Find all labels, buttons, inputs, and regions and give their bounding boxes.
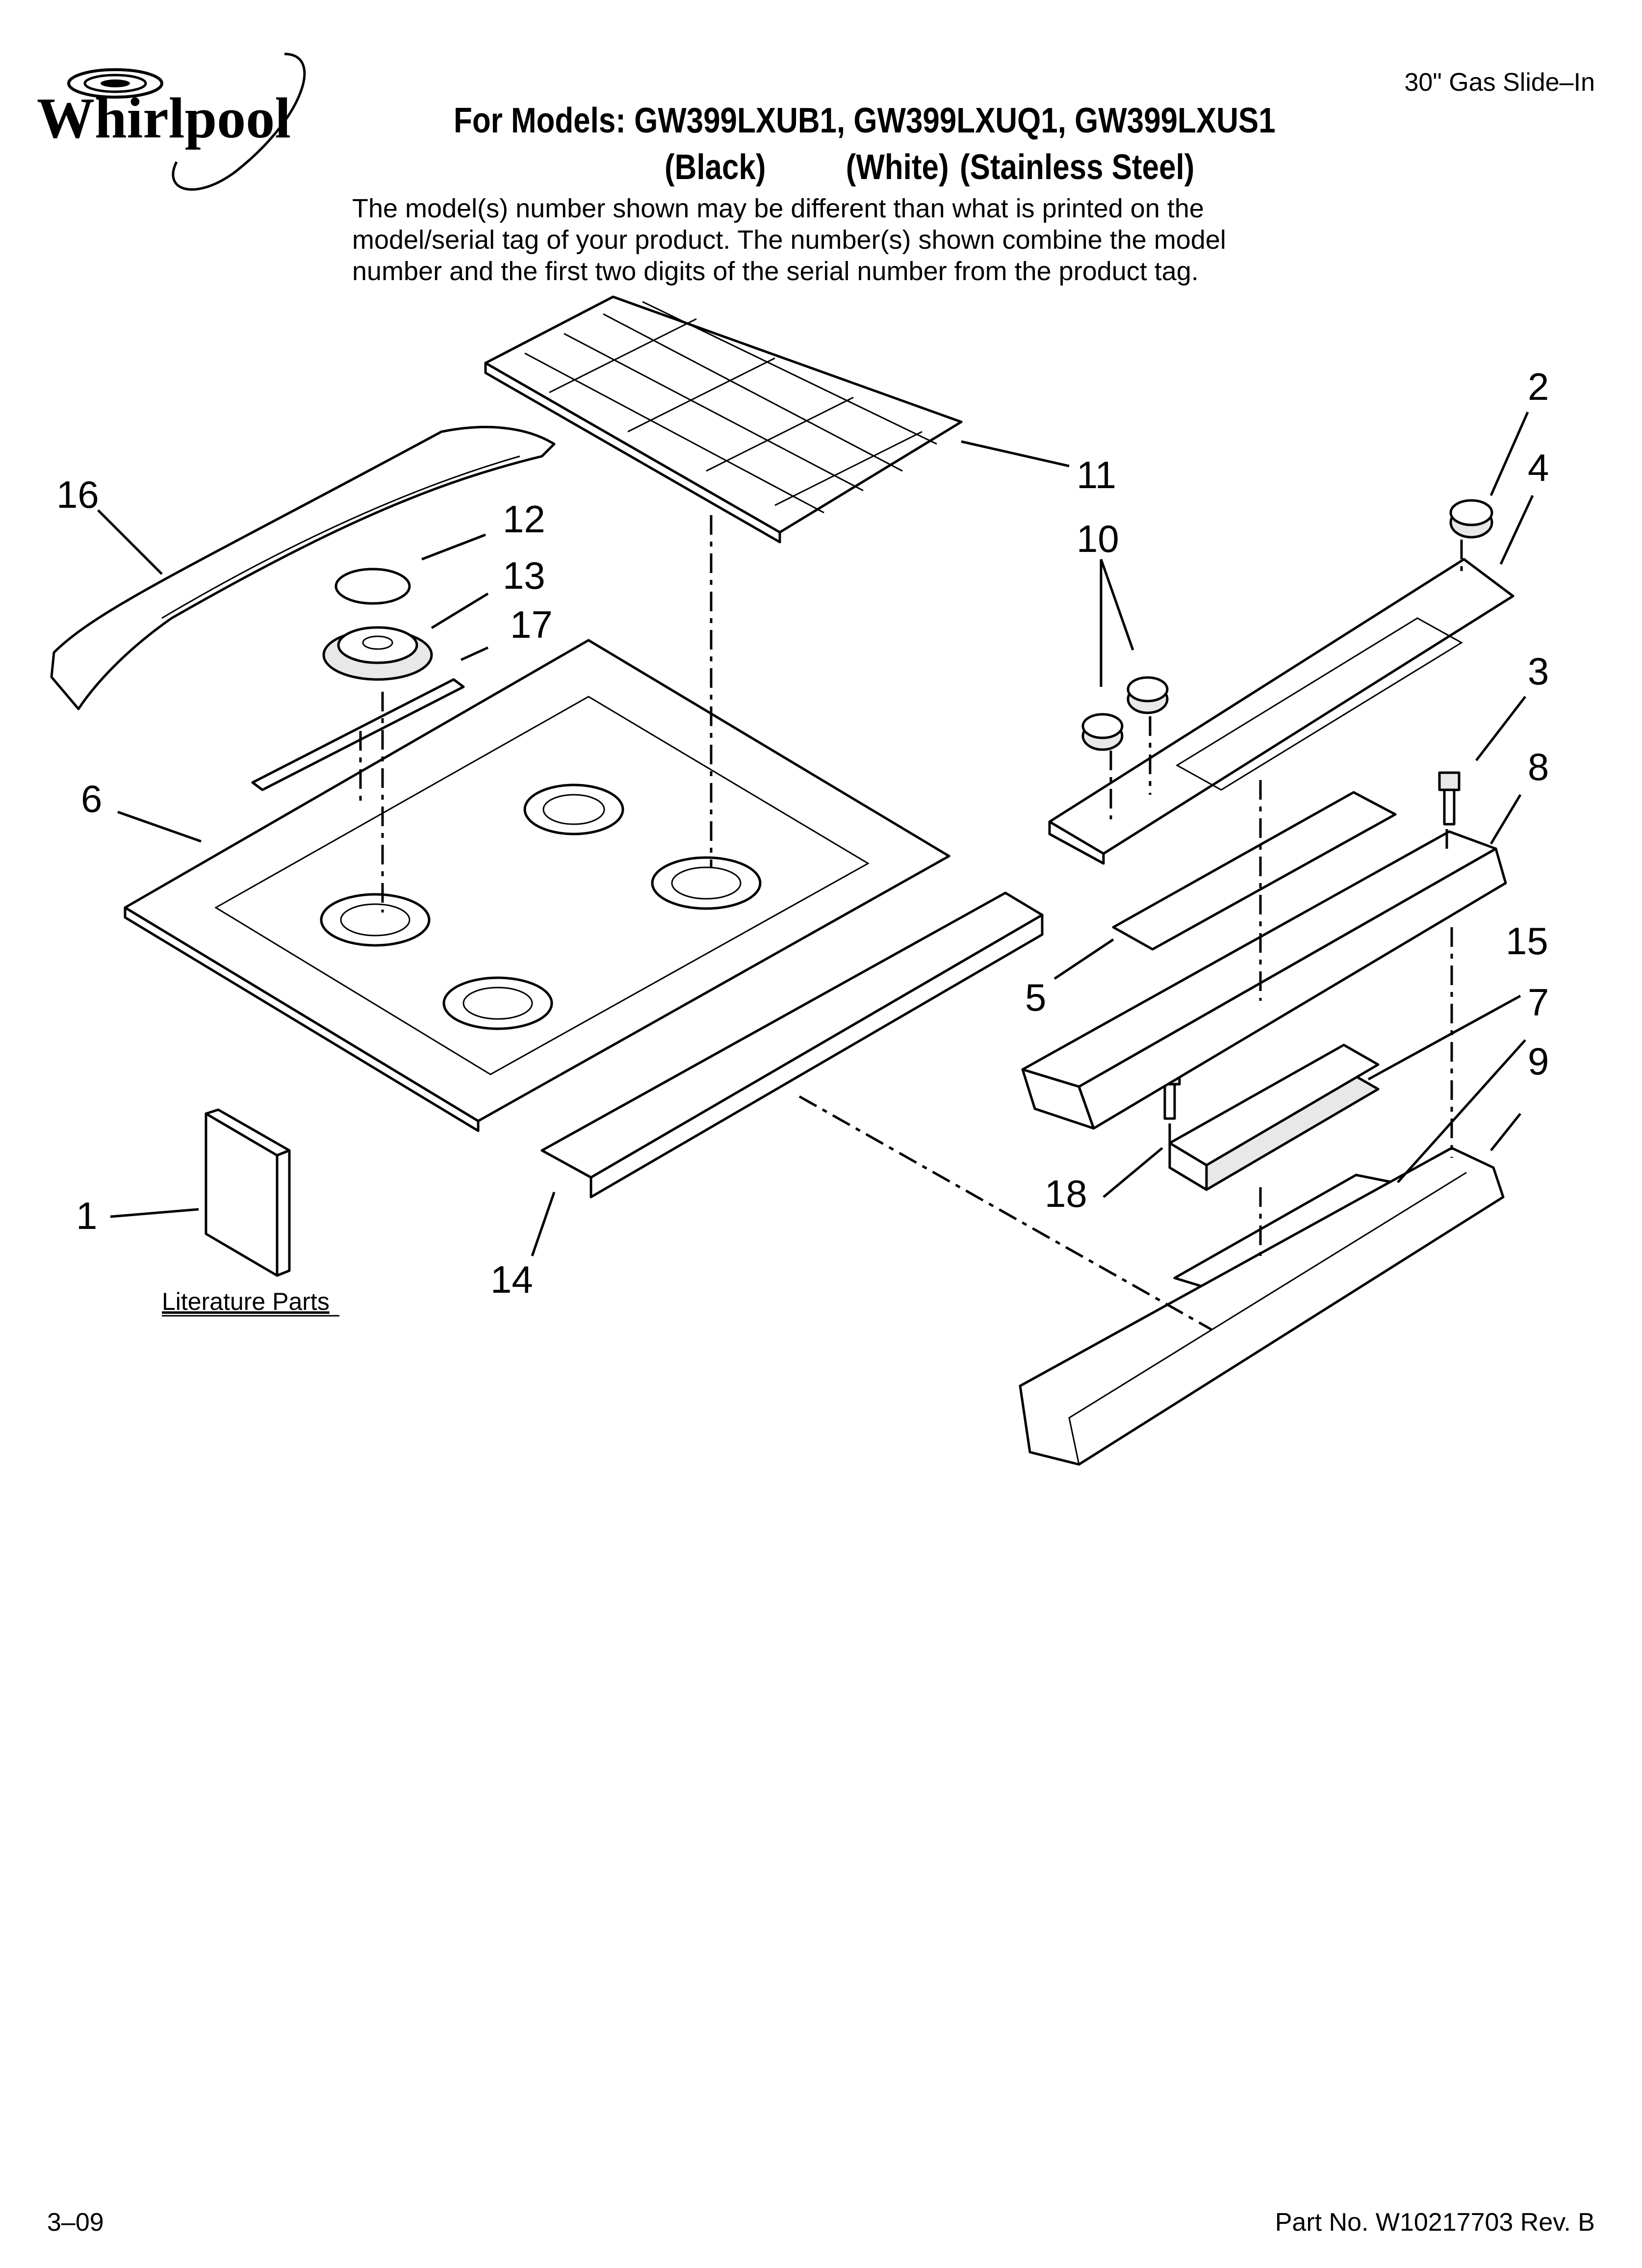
part-control-board: [1168, 1043, 1380, 1191]
part-overlay: [1112, 791, 1397, 951]
part-bracket: [251, 678, 465, 791]
callout-18: 18: [1045, 1172, 1087, 1215]
part-knob: [1449, 499, 1493, 539]
callout-5: 5: [1025, 976, 1046, 1019]
color-stainless: (Stainless Steel): [960, 148, 1195, 187]
part-front-channel: [540, 891, 1044, 1199]
literature-parts-label: Literature Parts: [162, 1288, 330, 1315]
callout-17: 17: [510, 603, 553, 646]
footer-date: 3–09: [47, 2208, 104, 2237]
callout-16: 16: [56, 473, 99, 516]
part-literature: [205, 1108, 291, 1277]
product-type: 30" Gas Slide–In: [1404, 68, 1595, 97]
part-rear-trim: [50, 426, 556, 710]
callout-9: 9: [1528, 1040, 1549, 1083]
callout-13: 13: [503, 554, 545, 597]
callout-1: 1: [76, 1194, 97, 1237]
part-burner-cap: [334, 568, 411, 605]
models-title: For Models: GW399LXUB1, GW399LXUQ1, GW39…: [454, 101, 1276, 140]
callout-4: 4: [1528, 446, 1549, 489]
part-cooktop: [124, 639, 950, 1132]
callout-3: 3: [1528, 650, 1549, 693]
disclaimer-line: The model(s) number shown may be differe…: [352, 194, 1204, 223]
part-console-top: [1048, 558, 1514, 865]
callout-8: 8: [1528, 745, 1549, 788]
callout-11: 11: [1077, 453, 1116, 496]
callout-2: 2: [1528, 365, 1549, 408]
part-knob: [1081, 713, 1124, 751]
disclaimer-line: model/serial tag of your product. The nu…: [352, 225, 1226, 255]
whirlpool-logo: Whirlpool: [37, 52, 306, 191]
part-grate: [484, 295, 963, 544]
callout-15: 15: [1506, 919, 1548, 963]
logo-wordmark: Whirlpool: [37, 86, 291, 150]
color-white: (White): [846, 148, 949, 187]
footer-part-number: Part No. W10217703 Rev. B: [1275, 2208, 1595, 2237]
callout-6: 6: [81, 777, 102, 820]
part-burner-base: [322, 626, 433, 681]
callout-10: 10: [1077, 517, 1119, 560]
callout-7: 7: [1528, 981, 1549, 1024]
part-control-panel: [1021, 830, 1507, 1130]
callout-12: 12: [503, 497, 545, 541]
model-colors: (Black) (White) (Stainless Steel): [665, 147, 1194, 187]
part-screw: [1438, 771, 1461, 826]
color-black: (Black): [665, 148, 766, 187]
disclaimer-line: number and the first two digits of the s…: [352, 257, 1199, 286]
callout-14: 14: [490, 1258, 533, 1301]
part-knob: [1127, 676, 1169, 714]
disclaimer: The model(s) number shown may be differe…: [352, 193, 1226, 287]
